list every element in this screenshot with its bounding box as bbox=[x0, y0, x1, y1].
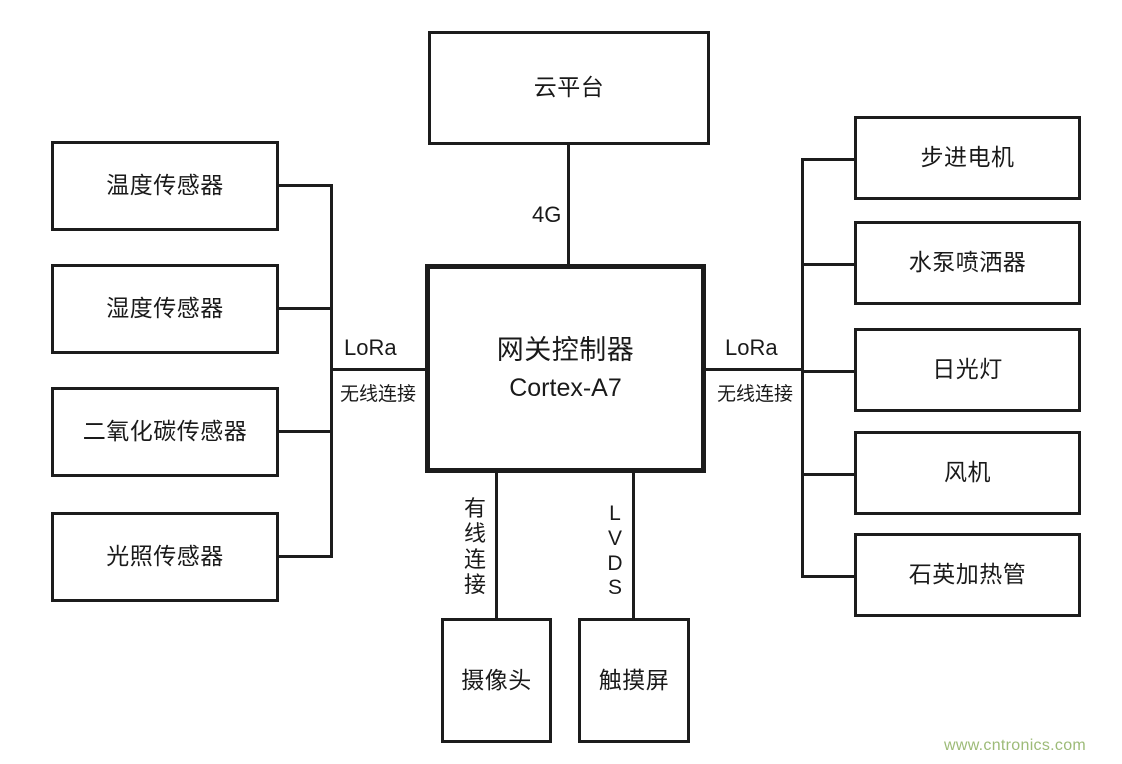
node-quartz-heater-label: 石英加热管 bbox=[908, 561, 1027, 588]
node-stepper-motor[interactable]: 步进电机 bbox=[854, 116, 1081, 200]
actuator-bus-label-lora: LoRa bbox=[722, 335, 781, 361]
node-fan[interactable]: 风机 bbox=[854, 431, 1081, 515]
sensor-bus-label-lora: LoRa bbox=[341, 335, 400, 361]
link-label-4g: 4G bbox=[529, 202, 565, 228]
connector-fan-stub bbox=[801, 473, 854, 476]
connector-co2-sensor-stub bbox=[279, 430, 333, 433]
node-temperature-sensor-label: 温度传感器 bbox=[106, 172, 224, 199]
actuator-bus-label-wireless: 无线连接 bbox=[714, 379, 797, 406]
node-water-pump-sprinkler[interactable]: 水泵喷洒器 bbox=[854, 221, 1081, 305]
node-water-pump-sprinkler-label: 水泵喷洒器 bbox=[908, 249, 1027, 276]
sensor-bus-label-wireless: 无线连接 bbox=[337, 379, 420, 406]
connector-temperature-sensor-stub bbox=[279, 184, 333, 187]
connector-water-pump-sprinkler-stub bbox=[801, 263, 854, 266]
node-camera-label: 摄像头 bbox=[461, 666, 532, 693]
node-fan-label: 风机 bbox=[944, 459, 991, 486]
node-camera[interactable]: 摄像头 bbox=[441, 618, 552, 743]
node-humidity-sensor[interactable]: 湿度传感器 bbox=[51, 264, 279, 354]
connector-gateway-to-camera bbox=[495, 473, 498, 618]
node-light-sensor[interactable]: 光照传感器 bbox=[51, 512, 279, 602]
node-stepper-motor-label: 步进电机 bbox=[920, 144, 1015, 171]
connector-sensor-bus-to-gateway bbox=[330, 368, 425, 371]
node-quartz-heater[interactable]: 石英加热管 bbox=[854, 533, 1081, 617]
node-co2-sensor-label: 二氧化碳传感器 bbox=[82, 418, 248, 445]
connector-quartz-heater-stub bbox=[801, 575, 854, 578]
node-gateway-controller[interactable]: 网关控制器 Cortex-A7 bbox=[425, 264, 706, 473]
node-touchscreen[interactable]: 触摸屏 bbox=[578, 618, 690, 743]
node-humidity-sensor-label: 湿度传感器 bbox=[106, 295, 224, 322]
connector-cloud-to-gateway bbox=[567, 145, 570, 264]
node-touchscreen-label: 触摸屏 bbox=[598, 666, 670, 693]
node-light-sensor-label: 光照传感器 bbox=[106, 543, 224, 570]
connector-gateway-to-actuator-bus bbox=[706, 368, 804, 371]
connector-daylight-lamp-stub bbox=[801, 370, 854, 373]
node-temperature-sensor[interactable]: 温度传感器 bbox=[51, 141, 279, 231]
link-label-wired-connection: 有线连接 bbox=[462, 494, 488, 600]
node-cloud-platform[interactable]: 云平台 bbox=[428, 31, 710, 145]
site-watermark: www.cntronics.com bbox=[944, 737, 1087, 754]
connector-gateway-to-touchscreen bbox=[632, 473, 635, 618]
node-daylight-lamp[interactable]: 日光灯 bbox=[854, 328, 1081, 412]
node-gateway-controller-sublabel: Cortex-A7 bbox=[509, 373, 622, 402]
connector-light-sensor-stub bbox=[279, 555, 333, 558]
node-cloud-platform-label: 云平台 bbox=[533, 74, 605, 101]
connector-stepper-motor-stub bbox=[801, 158, 854, 161]
connector-humidity-sensor-stub bbox=[279, 307, 333, 310]
node-gateway-controller-label: 网关控制器 bbox=[496, 334, 635, 365]
connector-sensor-bus-trunk bbox=[330, 184, 333, 558]
node-daylight-lamp-label: 日光灯 bbox=[932, 356, 1003, 383]
node-co2-sensor[interactable]: 二氧化碳传感器 bbox=[51, 387, 279, 477]
